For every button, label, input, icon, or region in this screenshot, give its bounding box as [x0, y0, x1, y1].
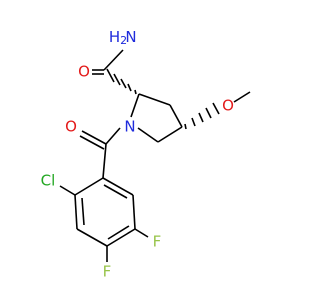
- bond-ring-c4-c5: [157, 126, 183, 143]
- bond-o-methyl: [233, 91, 251, 103]
- bond-ar-cl: [59, 185, 76, 196]
- bond-ar-inner-6-1: [103, 184, 128, 199]
- bond-ar-3-4: [76, 228, 108, 247]
- hash-bond-c4-methoxy: [184, 102, 220, 130]
- fluorine-2-label: F: [103, 263, 112, 281]
- amide-n-symbol: N: [125, 28, 136, 46]
- ring-n-label: N: [124, 118, 135, 136]
- bond-ar-f1: [134, 228, 149, 238]
- bond-ar-1-2: [74, 177, 104, 196]
- structure-drawing: H2N O N O O Cl F F: [41, 28, 251, 281]
- bond-ar-inner-4-5: [107, 225, 130, 240]
- bond-ring-c3-c4: [169, 104, 183, 128]
- amide-o-label: O: [78, 63, 90, 81]
- fluorine-1-label: F: [153, 233, 162, 251]
- chlorine-label: Cl: [41, 172, 56, 190]
- bond-acyl-c-o-b: [79, 135, 105, 150]
- bond-ar-inner-2-3: [81, 197, 85, 226]
- bond-ar-2-3: [74, 194, 78, 230]
- hash-bond-alpha-amide: [106, 68, 137, 95]
- bonds: [59, 49, 251, 262]
- bond-acyl-c-o-a: [81, 130, 107, 145]
- bond-ar-6-1: [102, 177, 134, 196]
- bond-acyl-aryl: [102, 143, 107, 179]
- bond-ar-4-5: [106, 228, 136, 247]
- bond-ring-calpha-c3: [138, 93, 171, 106]
- atom-labels: H2N O N O O Cl F F: [41, 28, 234, 281]
- bond-ar-5-6: [132, 194, 136, 230]
- methoxy-o-label: O: [222, 97, 234, 115]
- carbonyl-o-label: O: [65, 118, 77, 136]
- bond-ring-c5-n: [137, 127, 159, 143]
- amide-h-label: H: [109, 28, 120, 46]
- bond-n-amide-c: [103, 49, 124, 71]
- amide-h-count: 2: [120, 34, 127, 47]
- molecule-diagram: H2N O N O O Cl F F: [40, 27, 251, 281]
- amide-n-label: H2N: [109, 28, 137, 48]
- bond-n-acyl-c: [105, 127, 121, 145]
- bond-ring-n-calpha: [130, 93, 140, 118]
